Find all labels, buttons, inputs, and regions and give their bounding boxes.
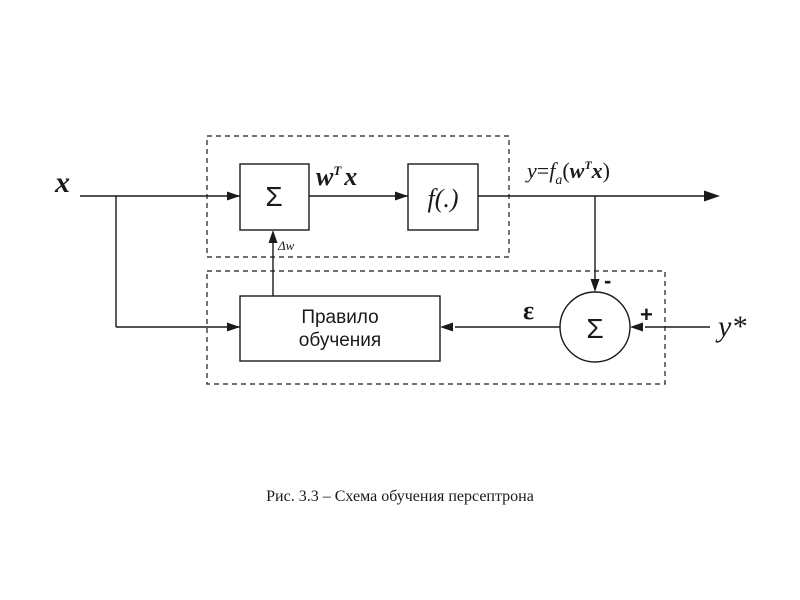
target-label: y*: [715, 310, 746, 343]
activation-block: [407, 163, 479, 231]
arrowhead-target: [630, 322, 643, 332]
output-f: f: [549, 158, 558, 183]
weighted-sum-w: w: [316, 162, 334, 191]
error-label: ε: [523, 296, 534, 325]
minus-sign: -: [604, 268, 611, 293]
learning-rule-line2: обучения: [299, 330, 381, 351]
output-subscript: a: [555, 173, 562, 188]
arrowhead-input: [227, 191, 240, 201]
output-transpose: T: [584, 158, 592, 172]
activation-label: f(.): [427, 184, 458, 213]
arrowhead-weight-update: [268, 230, 278, 243]
error-summation-circle: [559, 291, 631, 363]
summation-block: [239, 163, 310, 231]
weighted-sum-x: x: [343, 162, 357, 191]
delta-w-label: Δw: [277, 238, 295, 253]
arrowhead-feedback: [590, 279, 600, 292]
summation-symbol: Σ: [265, 181, 282, 212]
error-sum-symbol: Σ: [586, 313, 603, 344]
learning-rule-block: [239, 295, 441, 362]
learning-rule-line1: Правило: [301, 307, 378, 328]
output-y: y: [525, 158, 537, 183]
figure-caption: Рис. 3.3 – Схема обучения персептрона: [266, 488, 534, 505]
output-w: w: [570, 158, 585, 183]
input-label: x: [54, 166, 70, 199]
output-equation: y=fa(wTx): [525, 158, 610, 188]
arrowhead-output: [704, 190, 720, 202]
arrowhead-error: [440, 322, 453, 332]
plus-sign: +: [640, 302, 653, 327]
output-open-paren: (: [562, 158, 569, 183]
output-close-paren: ): [603, 158, 610, 183]
weighted-sum-transpose: T: [333, 163, 342, 178]
output-equals: =: [537, 158, 549, 183]
arrowhead-activation: [395, 191, 408, 201]
arrowhead-input-rule: [227, 322, 240, 332]
output-x: x: [591, 158, 603, 183]
